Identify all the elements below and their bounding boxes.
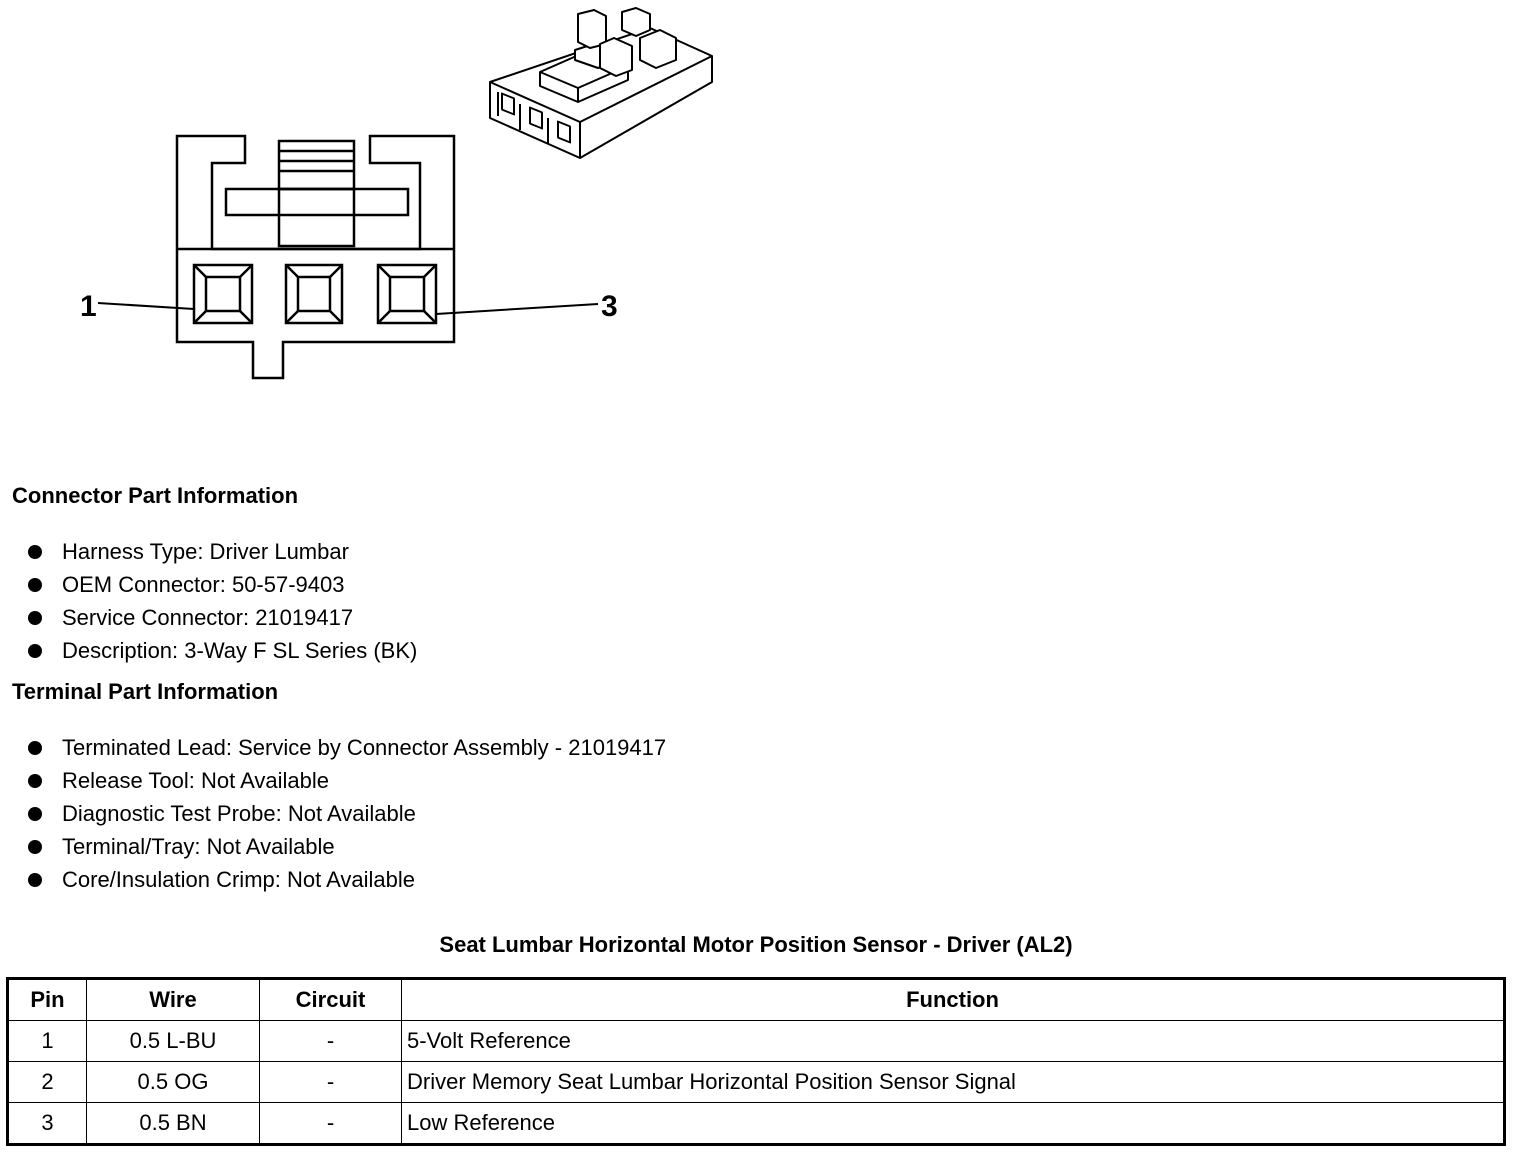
cell-circuit: - <box>259 1020 402 1062</box>
connector-info-heading: Connector Part Information <box>12 483 299 508</box>
list-item: Terminated Lead: Service by Connector As… <box>28 731 666 764</box>
bullet-icon <box>28 840 42 854</box>
bullet-icon <box>28 807 42 821</box>
cell-wire: 0.5 L-BU <box>86 1020 260 1062</box>
bullet-icon <box>28 741 42 755</box>
cell-function: Driver Memory Seat Lumbar Horizontal Pos… <box>401 1061 1505 1103</box>
list-item: Service Connector: 21019417 <box>28 601 417 634</box>
cell-function: 5-Volt Reference <box>401 1020 1505 1062</box>
cell-pin: 3 <box>7 1102 87 1145</box>
connector-face-view <box>97 134 599 380</box>
table-row: 1 0.5 L-BU - 5-Volt Reference <box>7 1020 1505 1062</box>
cell-circuit: - <box>259 1061 402 1103</box>
terminal-cavity-1 <box>192 263 254 325</box>
cell-pin: 1 <box>7 1020 87 1062</box>
cell-wire: 0.5 BN <box>86 1102 260 1145</box>
cell-circuit: - <box>259 1102 402 1145</box>
table-row: 2 0.5 OG - Driver Memory Seat Lumbar Hor… <box>7 1061 1505 1103</box>
locking-tab <box>277 139 356 191</box>
header-circuit: Circuit <box>259 978 402 1021</box>
bullet-icon <box>28 644 42 658</box>
cell-wire: 0.5 OG <box>86 1061 260 1103</box>
table-header-row: Pin Wire Circuit Function <box>7 978 1505 1021</box>
connector-isometric-view <box>489 7 713 159</box>
bullet-icon <box>28 545 42 559</box>
terminal-cavity-2 <box>284 263 344 325</box>
list-item: Description: 3-Way F SL Series (BK) <box>28 634 417 667</box>
terminal-cavity-3 <box>376 263 438 325</box>
pin-3-label: 3 <box>601 290 618 323</box>
table-row: 3 0.5 BN - Low Reference <box>7 1102 1505 1145</box>
list-item: OEM Connector: 50-57-9403 <box>28 568 417 601</box>
pin-3-leader-line <box>435 303 599 315</box>
cell-pin: 2 <box>7 1061 87 1103</box>
list-item: Terminal/Tray: Not Available <box>28 830 666 863</box>
header-wire: Wire <box>86 978 260 1021</box>
connector-housing-outline <box>175 134 456 380</box>
bullet-icon <box>28 774 42 788</box>
terminal-info-heading: Terminal Part Information <box>12 679 279 704</box>
pin-table-title: Seat Lumbar Horizontal Motor Position Se… <box>439 932 1073 957</box>
bullet-icon <box>28 578 42 592</box>
pin-1-label: 1 <box>80 290 97 323</box>
list-item: Release Tool: Not Available <box>28 764 666 797</box>
list-item: Diagnostic Test Probe: Not Available <box>28 797 666 830</box>
list-item: Core/Insulation Crimp: Not Available <box>28 863 666 896</box>
pin-1-leader-line <box>97 302 195 310</box>
header-pin: Pin <box>7 978 87 1021</box>
terminal-info-list: Terminated Lead: Service by Connector As… <box>28 731 666 896</box>
bullet-icon <box>28 611 42 625</box>
connector-info-list: Harness Type: Driver Lumbar OEM Connecto… <box>28 535 417 667</box>
bullet-icon <box>28 873 42 887</box>
cell-function: Low Reference <box>401 1102 1505 1145</box>
header-function: Function <box>401 978 1505 1021</box>
list-item: Harness Type: Driver Lumbar <box>28 535 417 568</box>
connector-diagram: 1 3 <box>80 7 713 380</box>
pin-table: Pin Wire Circuit Function 1 0.5 L-BU - 5… <box>6 977 1506 1146</box>
